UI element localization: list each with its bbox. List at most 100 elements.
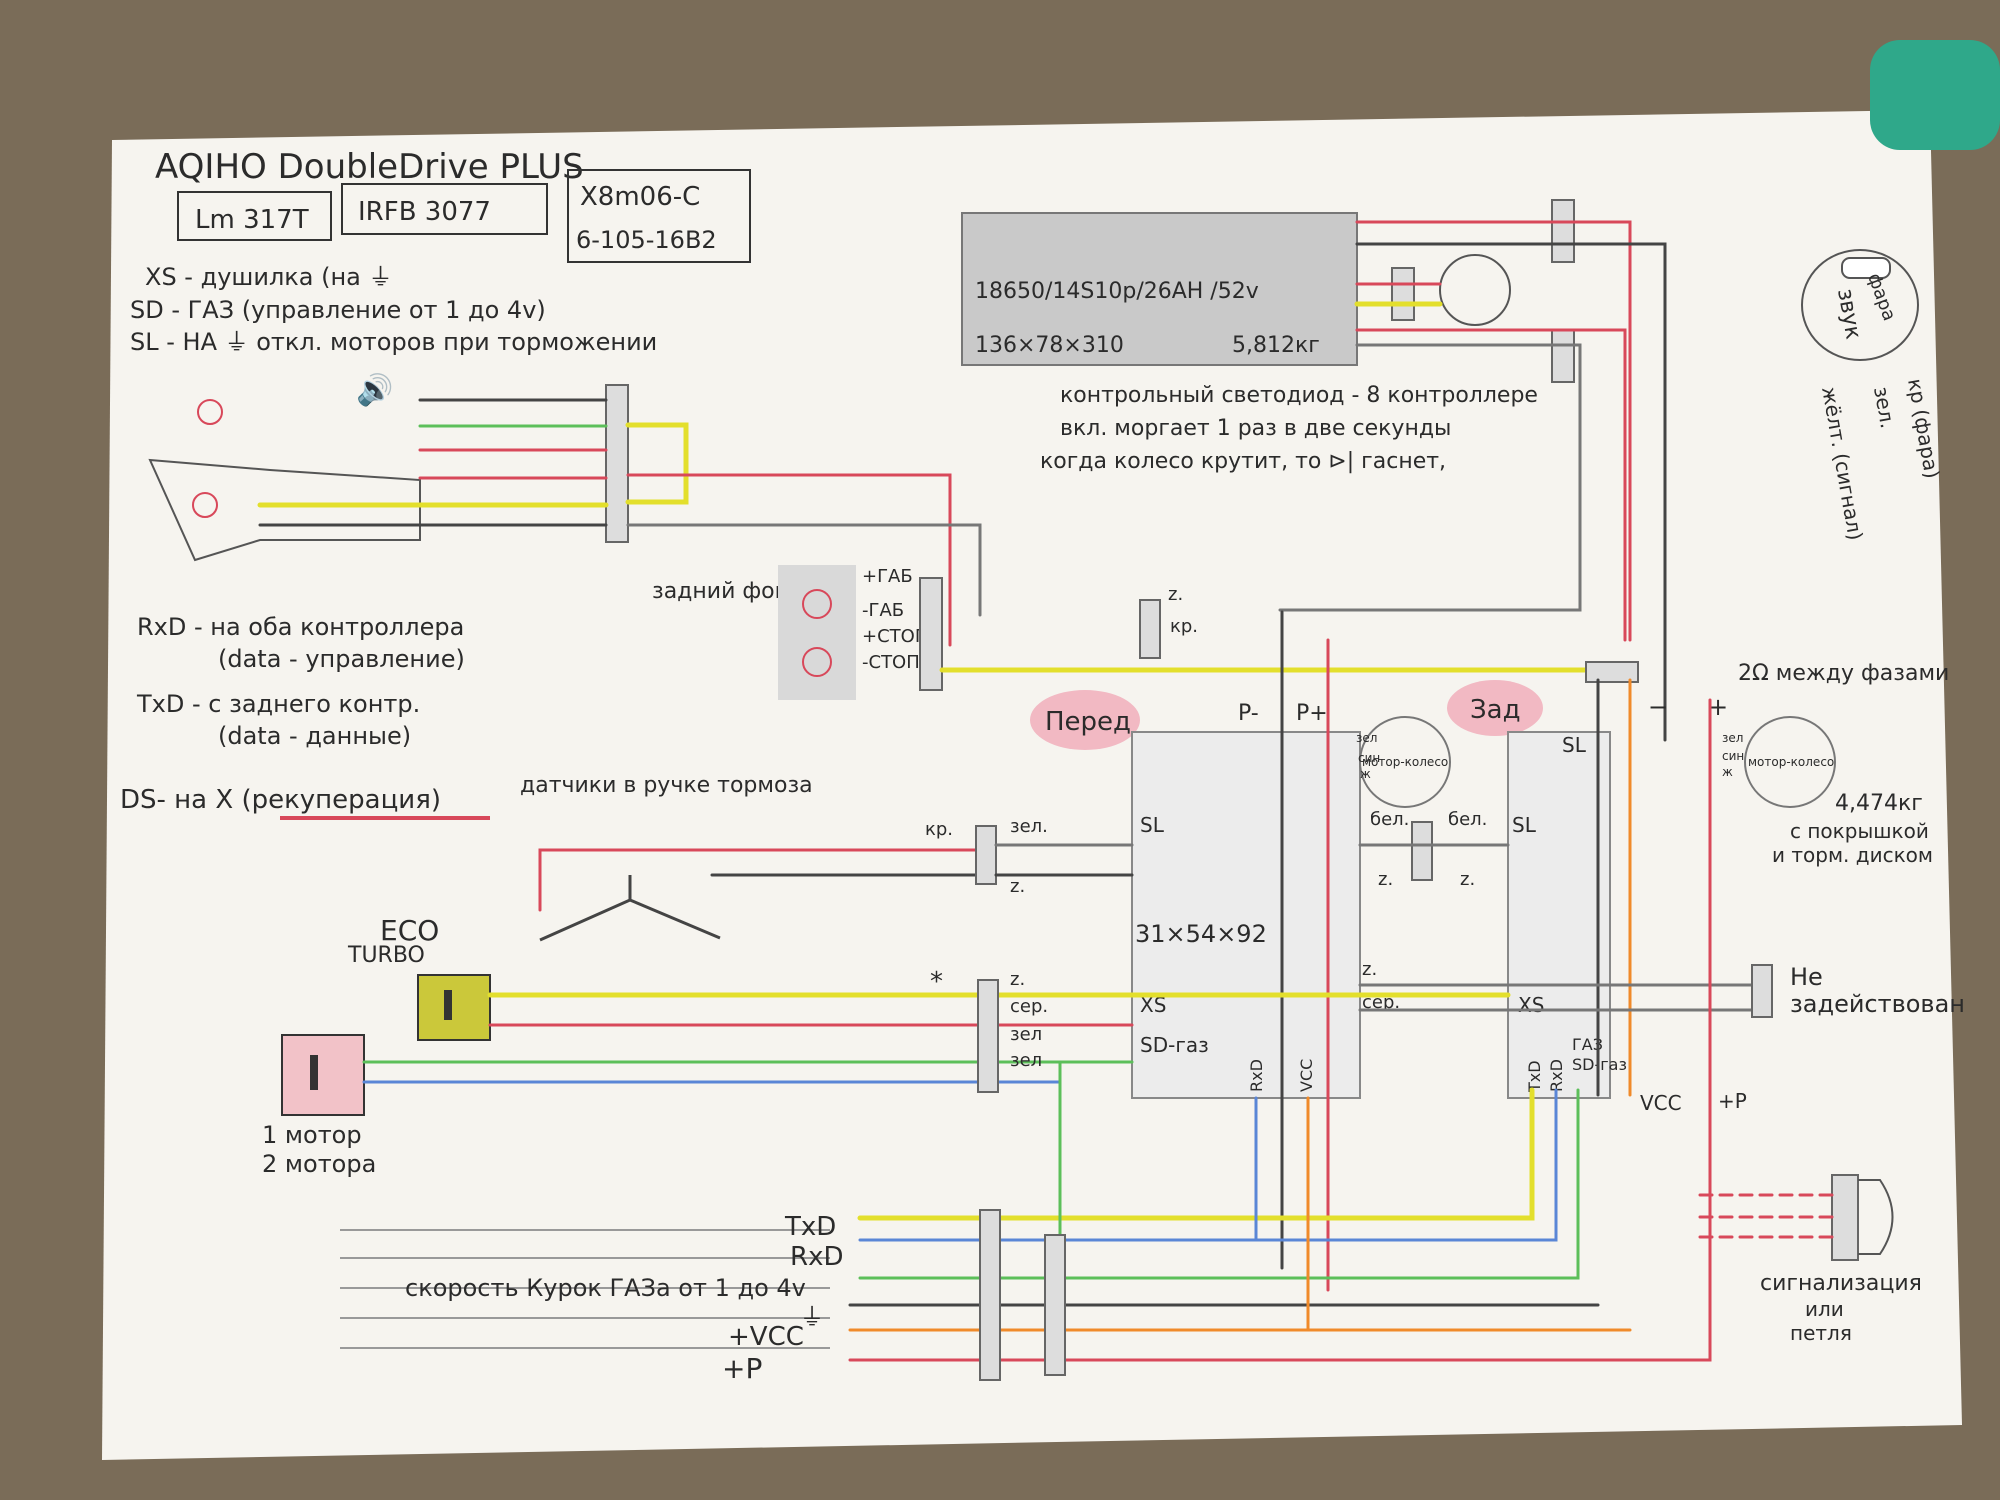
battery-size: 136×78×310 (975, 333, 1124, 358)
wheel-weight-2: с покрышкой (1790, 819, 1929, 843)
eco-switch-toggle (444, 990, 452, 1020)
turbo-label: TURBO (347, 943, 425, 968)
battery-spec: 18650/14S10p/26AH /52v (975, 279, 1259, 304)
charge-port (1439, 254, 1511, 326)
brake-lever-sketch (539, 875, 721, 942)
front-motor-label: мотор-колесо (1362, 755, 1448, 769)
rear-light-bulb-bottom (802, 647, 832, 677)
eco-switch[interactable] (417, 974, 491, 1041)
bus-txd-wire (857, 1087, 1535, 1221)
rear-controller (1507, 731, 1611, 1099)
sl-link-bel: бел. (1370, 809, 1409, 830)
front-p-plus: P+ (1296, 701, 1328, 726)
sl-link-connector (1411, 821, 1433, 881)
front-phase-yellow: ж (1360, 767, 1371, 781)
eco-label: ECO (380, 914, 439, 947)
signal-plug (1858, 1179, 1894, 1255)
switch-star: * (930, 967, 943, 997)
led-note-3: когда колесо крутит, то ⊳| гаснет, (1040, 449, 1446, 474)
battery-red-wire (1355, 220, 1632, 642)
part-code: 6-105-16B2 (576, 226, 717, 254)
rear-pin-sl: SL (1562, 733, 1587, 757)
signal-note-3: петля (1790, 1321, 1852, 1345)
motors-note-1: 1 мотор (262, 1121, 362, 1149)
wheel-weight-3: и торм. диском (1772, 843, 1933, 867)
battery-box (961, 212, 1358, 366)
signal-note-1: сигнализация (1760, 1271, 1922, 1296)
handle-black-long (626, 523, 982, 617)
bus-pplus: +P (722, 1352, 762, 1385)
part-lm: Lm 317T (195, 205, 309, 235)
signal-note-2: или (1805, 1297, 1844, 1321)
rear-light-box (778, 565, 856, 700)
legend-sl: SL - НА ⏚ откл. моторов при торможении (130, 328, 657, 356)
led-note-2: вкл. моргает 1 раз в две секунды (1060, 416, 1451, 441)
rear-light-connector (919, 577, 943, 691)
phase-resistance-note: 2Ω между фазами (1738, 661, 1949, 686)
rear-pin-vcc: VCC (1640, 1091, 1682, 1115)
battery-red-wire-2 (1355, 328, 1627, 642)
rear-label: Зад (1470, 695, 1521, 725)
bus-rxd-wire (858, 1088, 1558, 1242)
rear-power-connector (1585, 661, 1639, 683)
rear-pin-xs: XS (1518, 993, 1544, 1017)
rear-light-pin-4: -СТОП (862, 652, 920, 673)
rear-light-mid-connector (1139, 599, 1161, 659)
bus-throttle-wire (858, 1088, 1580, 1280)
battery-gray-wire (1278, 343, 1582, 612)
battery-weight: 5,812кг (1232, 333, 1320, 358)
not-used-2: задействован (1790, 990, 1965, 1018)
motor-switch[interactable] (281, 1034, 365, 1116)
rear-light-pin-2: -ГАБ (862, 600, 904, 621)
rx-note-1: RxD - на оба контроллера (137, 613, 464, 641)
tx-note-2: (data - данные) (218, 722, 411, 750)
sl-link-bel-2: бел. (1448, 809, 1487, 830)
rear-pin-gaz: ГАЗ (1572, 1035, 1603, 1054)
wire-label-kr-top: кр. (1170, 616, 1198, 637)
paper-sheet (102, 110, 1962, 1460)
part-irfb: IRFB 3077 (358, 197, 491, 227)
switch-zel-2: зел (1010, 1050, 1042, 1071)
part-box-lm (177, 191, 332, 241)
part-x8: X8m06-C (580, 182, 700, 212)
handlebar-connector (605, 384, 629, 543)
legend-xs: XS - душилка (на ⏚ (145, 263, 393, 291)
rear-minus: − (1648, 693, 1668, 721)
front-phase-green: зел (1356, 731, 1377, 745)
handle-loop-yellow (625, 422, 689, 505)
bus-txd: TxD (784, 1212, 836, 1242)
motor-switch-toggle (310, 1055, 318, 1090)
rear-phase-yellow: ж (1722, 765, 1733, 779)
bus-ground: ⏚ (800, 1303, 824, 1331)
motors-note-2: 2 мотора (262, 1150, 376, 1178)
rear-pin-txd: TxD (1525, 1060, 1544, 1093)
front-motor-wheel (1359, 716, 1451, 808)
brake-red-wire (538, 848, 987, 912)
front-controller (1131, 731, 1361, 1099)
rear-light-pin-1: +ГАБ (862, 566, 913, 587)
front-label-blob (1030, 690, 1140, 750)
brake-kr: кр. (925, 819, 953, 840)
bus-connector-1 (979, 1209, 1001, 1381)
rear-light-bulb-top (802, 589, 832, 619)
not-used-connector (1751, 964, 1773, 1018)
rear-pin-sl-2: SL (1512, 813, 1537, 837)
battery-black-wire (1355, 242, 1667, 742)
front-phase-blue: син (1358, 751, 1380, 765)
rear-motor-wheel (1744, 716, 1836, 808)
not-used-1: Не (1790, 963, 1823, 991)
signal-connector (1831, 1174, 1859, 1261)
link-ser: сер. (1362, 992, 1400, 1013)
tx-note-1: TxD - с заднего контр. (136, 690, 420, 718)
wheel-weight: 4,474кг (1835, 791, 1923, 816)
part-box-irfb (341, 183, 548, 235)
rear-phase-blue: син (1722, 749, 1744, 763)
bus-throttle: скорость Курок ГАЗа от 1 до 4v (405, 1274, 806, 1302)
front-p-minus: P- (1238, 701, 1259, 726)
legend-sd: SD - ГАЗ (управление от 1 до 4v) (130, 296, 546, 324)
switch-z: z. (1010, 969, 1025, 990)
bus-vcc: +VCC (728, 1322, 804, 1352)
link-z: z. (1362, 959, 1377, 980)
brake-zel: зел. (1010, 816, 1048, 837)
